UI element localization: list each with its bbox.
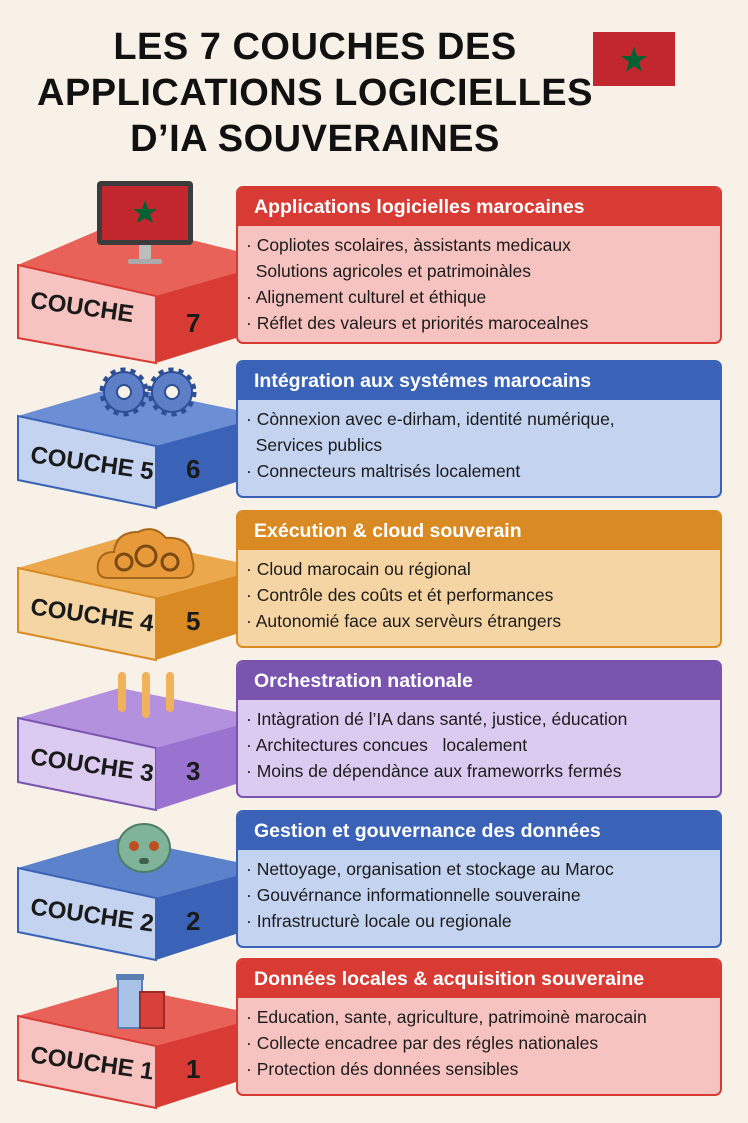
bullet: · Cloud marocain ou régional xyxy=(246,559,471,579)
layer-number: 1 xyxy=(186,1054,201,1084)
layer-heading: Gestion et gouvernance des données xyxy=(238,812,720,850)
layer-heading: Applications logicielles marocaines xyxy=(238,188,720,226)
bullet: Solutions agricoles et patrimoinàles xyxy=(246,261,532,281)
pillars-icon xyxy=(118,672,174,718)
layer-panel: Orchestration nationale · Intàgration dé… xyxy=(236,660,722,798)
robot-icon xyxy=(117,823,171,873)
morocco-flag-icon xyxy=(593,32,675,86)
layer-heading: Orchestration nationale xyxy=(238,662,720,700)
bullet: · Education, sante, agriculture, patrimo… xyxy=(246,1007,647,1027)
layer-number: 3 xyxy=(186,756,201,786)
page-title: LES 7 COUCHES DES APPLICATIONS LOGICIELL… xyxy=(0,24,630,162)
title-line-3: D’IA SOUVERAINES xyxy=(130,118,500,160)
gears-icon xyxy=(99,367,197,417)
bullet: · Alignement culturel et éthique xyxy=(246,287,487,307)
layer-heading: Exécution & cloud souverain xyxy=(238,512,720,550)
bullet: · Infrastructurè locale ou regionale xyxy=(246,911,512,931)
layer-panel: Applications logicielles marocaines · Co… xyxy=(236,186,722,344)
layer-panel: Intégration aux systémes marocains · Còn… xyxy=(236,360,722,498)
bullet: · Copliotes scolaires, àssistants medica… xyxy=(246,235,571,255)
layer-panel: Exécution & cloud souverain · Cloud maro… xyxy=(236,510,722,648)
title-line-2: APPLICATIONS LOGICIELLES xyxy=(37,72,593,114)
bullet: · Autonomié face aux servèurs étrangers xyxy=(246,611,562,631)
bullet: · Nettoyage, organisation et stockage au… xyxy=(246,859,614,879)
bullet: · Intàgration dé l’IA dans santé, justic… xyxy=(246,709,628,729)
bullet: Services publics xyxy=(246,435,383,455)
bullet: · Architectures concues localement xyxy=(246,735,528,755)
bullet: · Collecte encadree par des régles natio… xyxy=(246,1033,599,1053)
bullet: · Moins de dépendànce aux frameworrks fe… xyxy=(246,761,622,781)
monitor-flag-icon xyxy=(97,181,193,264)
layer-heading: Intégration aux systémes marocains xyxy=(238,362,720,400)
layer-heading: Données locales & acquisition souveraine xyxy=(238,960,720,998)
layer-number: 2 xyxy=(186,906,201,936)
bullet: · Réflet des valeurs et priorités maroce… xyxy=(246,313,589,333)
layer-block xyxy=(17,838,236,962)
layer-panel: Données locales & acquisition souveraine… xyxy=(236,958,722,1096)
cloud-gears-icon xyxy=(96,528,195,579)
buildings-icon xyxy=(116,974,165,1029)
layer-block xyxy=(17,688,236,812)
layer-number: 5 xyxy=(186,606,201,636)
layer-number: 6 xyxy=(186,454,201,484)
bullet: · Connecteurs maltrisés localement xyxy=(246,461,521,481)
layer-block xyxy=(17,386,236,510)
layer-number: 7 xyxy=(186,308,201,338)
bullet: · Protection dés données sensibles xyxy=(246,1059,519,1079)
title-line-1: LES 7 COUCHES DES xyxy=(113,26,517,68)
bullet: · Contrôle des coûts et ét performances xyxy=(246,585,554,605)
bullet: · Cònnexion avec e-dirham, identité numé… xyxy=(246,409,615,429)
layer-panel: Gestion et gouvernance des données · Net… xyxy=(236,810,722,948)
bullet: · Gouvérnance informationnelle souverain… xyxy=(246,885,581,905)
